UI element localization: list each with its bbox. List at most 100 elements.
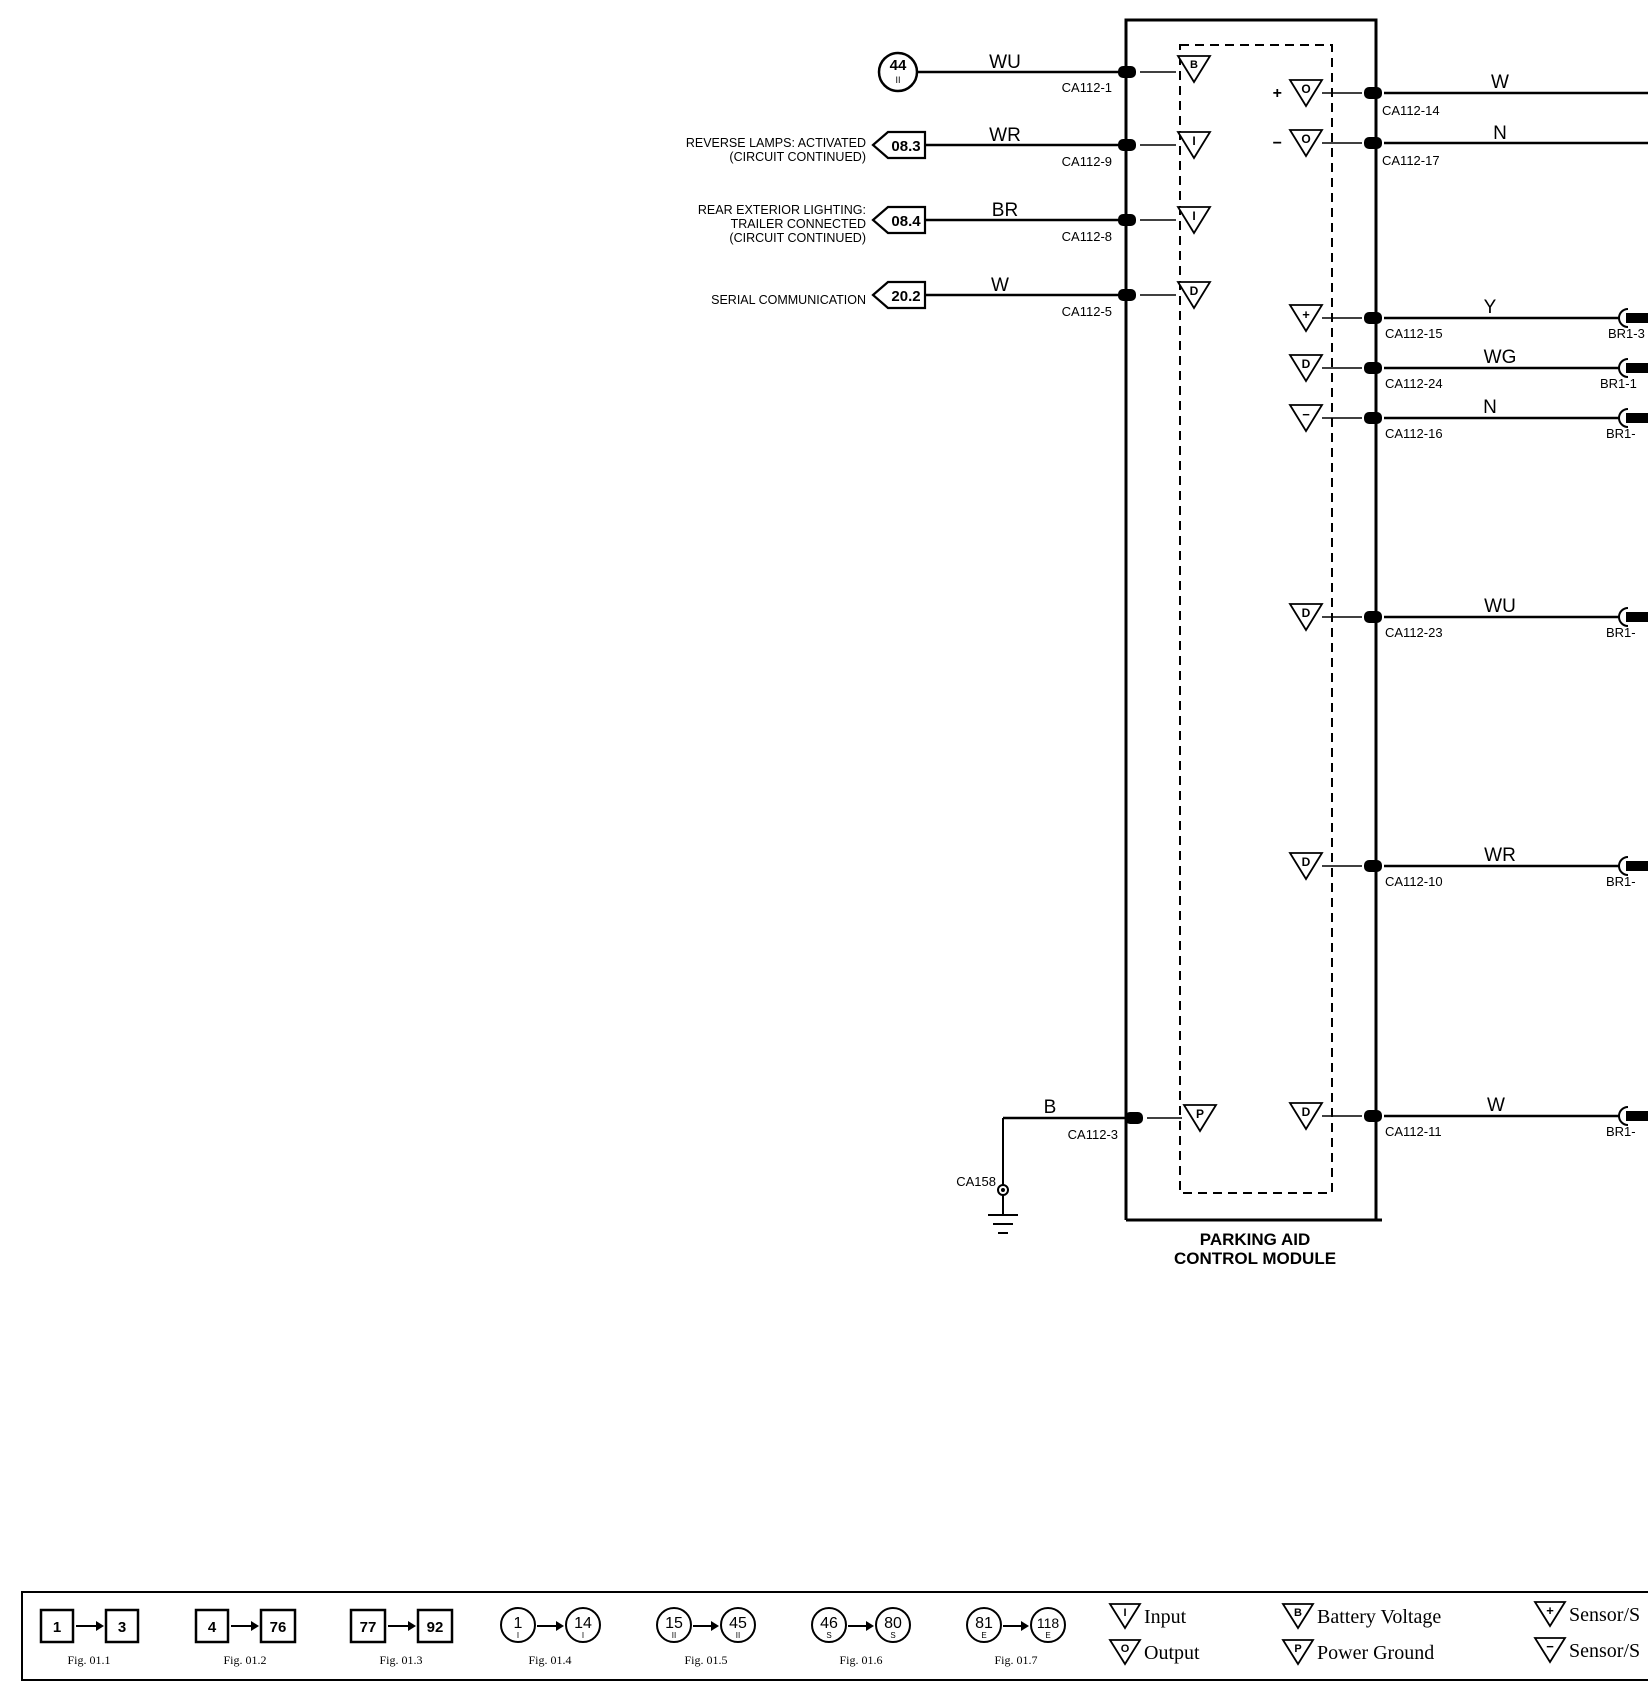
right-pin-ca112-14: O + W CA112-14: [1273, 72, 1648, 118]
range-from: 81: [975, 1615, 993, 1632]
range-from: 46: [820, 1615, 838, 1632]
sensor-supply-minus-symbol: −: [1302, 407, 1310, 422]
range-from-sub: I: [517, 1631, 519, 1640]
range-fig-caption: Fig. 01.5: [684, 1653, 727, 1667]
range-from-sub: E: [981, 1631, 986, 1640]
left-pin-ca112-5: 20.2 SERIAL COMMUNICATION W CA112-5 D: [711, 275, 1212, 319]
sensor-supply-plus-symbol: +: [1302, 307, 1310, 322]
range-to-sub: E: [1045, 1631, 1050, 1640]
output-symbol: O: [1301, 82, 1310, 96]
data-symbol: D: [1302, 357, 1311, 371]
legend: 1 3 Fig. 01.1 4 76 Fig. 01.2 77 92 Fig. …: [21, 1591, 1648, 1681]
pin-label: CA112-11: [1385, 1124, 1442, 1139]
pin-label: CA112-1: [1062, 80, 1112, 95]
data-symbol: D: [1190, 284, 1199, 298]
battery-voltage-symbol: B: [1294, 1607, 1302, 1619]
end-pin-label: BR1-3: [1608, 326, 1645, 341]
legend-range-fig-01-4: 1 I 14 I Fig. 01.4: [500, 1607, 601, 1667]
end-pin-label: BR1-1: [1600, 376, 1637, 391]
pin-label: CA112-16: [1385, 426, 1443, 441]
sensor-plus-symbol: +: [1546, 1603, 1554, 1618]
range-fig-caption: Fig. 01.6: [839, 1653, 882, 1667]
legend-range-fig-01-6: 46 S 80 S Fig. 01.6: [811, 1607, 911, 1667]
legend-range-fig-01-5: 15 II 45 II Fig. 01.5: [656, 1607, 756, 1667]
ref-20-2-connector[interactable]: [871, 280, 927, 310]
range-to: 3: [118, 1619, 126, 1636]
right-pin-ca112-16: − N CA112-16 BR1-: [1288, 397, 1648, 441]
harness-connector-end[interactable]: [1618, 1106, 1629, 1126]
range-to: 45: [729, 1615, 747, 1632]
end-pin-label: BR1-: [1606, 874, 1636, 889]
ref-08-4-number: 08.4: [891, 213, 921, 230]
data-symbol: D: [1302, 606, 1311, 620]
ref-08-3-number: 08.3: [891, 138, 920, 155]
pin-label: CA112-10: [1385, 874, 1443, 889]
harness-connector-end[interactable]: [1618, 358, 1629, 378]
output-symbol: O: [1301, 132, 1310, 146]
ref-08-3-connector[interactable]: [871, 130, 927, 160]
legend-symbol-input: I Input: [1108, 1603, 1187, 1630]
module-title-line1: PARKING AID: [1200, 1230, 1311, 1249]
note-line-2: TRAILER CONNECTED: [731, 217, 866, 231]
wire-color-label: WU: [989, 52, 1021, 73]
legend-range-fig-01-7: 81 E 118 E Fig. 01.7: [966, 1607, 1066, 1667]
range-to-sub: II: [736, 1631, 740, 1640]
wire-color-label: WR: [1484, 845, 1516, 866]
polarity-prefix: +: [1273, 85, 1282, 102]
input-symbol: I: [1192, 209, 1195, 223]
left-pin-ca112-1: 44 II WU CA112-1 B: [877, 51, 1212, 95]
output-symbol: O: [1121, 1643, 1130, 1655]
input-label: Input: [1144, 1606, 1187, 1628]
ref-44-circle[interactable]: [877, 51, 919, 93]
harness-connector-end[interactable]: [1618, 408, 1629, 428]
wire-color-label: W: [1491, 72, 1509, 93]
end-pin-label: BR1-: [1606, 1124, 1636, 1139]
legend-symbol-sensor-plus: + Sensor/S: [1533, 1601, 1640, 1628]
wire-color-label: WR: [989, 125, 1021, 146]
range-to: 92: [427, 1619, 444, 1636]
range-from: 4: [208, 1619, 217, 1636]
module-body: [1124, 18, 1382, 1222]
note-line-1: REVERSE LAMPS: ACTIVATED: [686, 136, 866, 150]
wire-color-label: N: [1483, 397, 1497, 418]
range-to: 80: [884, 1615, 902, 1632]
harness-connector-end[interactable]: [1618, 856, 1629, 876]
wire-color-label: B: [1044, 1097, 1057, 1118]
wire-color-label: N: [1493, 123, 1507, 144]
range-to: 14: [574, 1615, 592, 1632]
battery-voltage-label: Battery Voltage: [1317, 1606, 1441, 1628]
right-pin-ca112-24: D WG CA112-24 BR1-1: [1288, 347, 1648, 391]
range-from: 1: [53, 1619, 61, 1636]
ref-20-2-number: 20.2: [891, 288, 920, 305]
module-title-line2: CONTROL MODULE: [1174, 1249, 1336, 1268]
ref-44-number: 44: [890, 57, 907, 74]
range-fig-caption: Fig. 01.1: [67, 1653, 110, 1667]
output-label: Output: [1144, 1642, 1200, 1664]
range-to: 118: [1037, 1615, 1060, 1631]
right-pin-ca112-15: + Y CA112-15 BR1-3: [1288, 297, 1648, 341]
wire-color-label: W: [1487, 1095, 1505, 1116]
pin-label: CA112-9: [1062, 154, 1112, 169]
battery-voltage-symbol: B: [1190, 59, 1198, 71]
right-pin-ca112-11: D W CA112-11 BR1-: [1288, 1095, 1648, 1139]
legend-range-fig-01-2: 4 76 Fig. 01.2: [194, 1608, 297, 1667]
legend-symbol-battery-voltage: B Battery Voltage: [1281, 1603, 1441, 1630]
note-line-1: SERIAL COMMUNICATION: [711, 293, 866, 307]
legend-range-fig-01-3: 77 92 Fig. 01.3: [349, 1608, 454, 1667]
input-symbol: I: [1123, 1607, 1126, 1619]
ground-icon: [988, 1214, 1018, 1234]
pin-label: CA112-14: [1382, 103, 1440, 118]
pin-label: CA112-24: [1385, 376, 1443, 391]
range-from: 1: [514, 1615, 523, 1632]
legend-symbol-power-ground: P Power Ground: [1281, 1639, 1434, 1666]
harness-connector-end[interactable]: [1618, 607, 1629, 627]
power-ground-symbol: P: [1294, 1643, 1301, 1655]
ref-08-4-connector[interactable]: [871, 205, 927, 235]
range-from: 77: [360, 1619, 377, 1636]
range-fig-caption: Fig. 01.7: [994, 1653, 1037, 1667]
pin-label: CA112-3: [1068, 1127, 1118, 1142]
harness-connector-end[interactable]: [1618, 308, 1629, 328]
legend-symbol-output: O Output: [1108, 1639, 1200, 1666]
note-line-1: REAR EXTERIOR LIGHTING:: [698, 203, 866, 217]
pin-label: CA112-23: [1385, 625, 1443, 640]
